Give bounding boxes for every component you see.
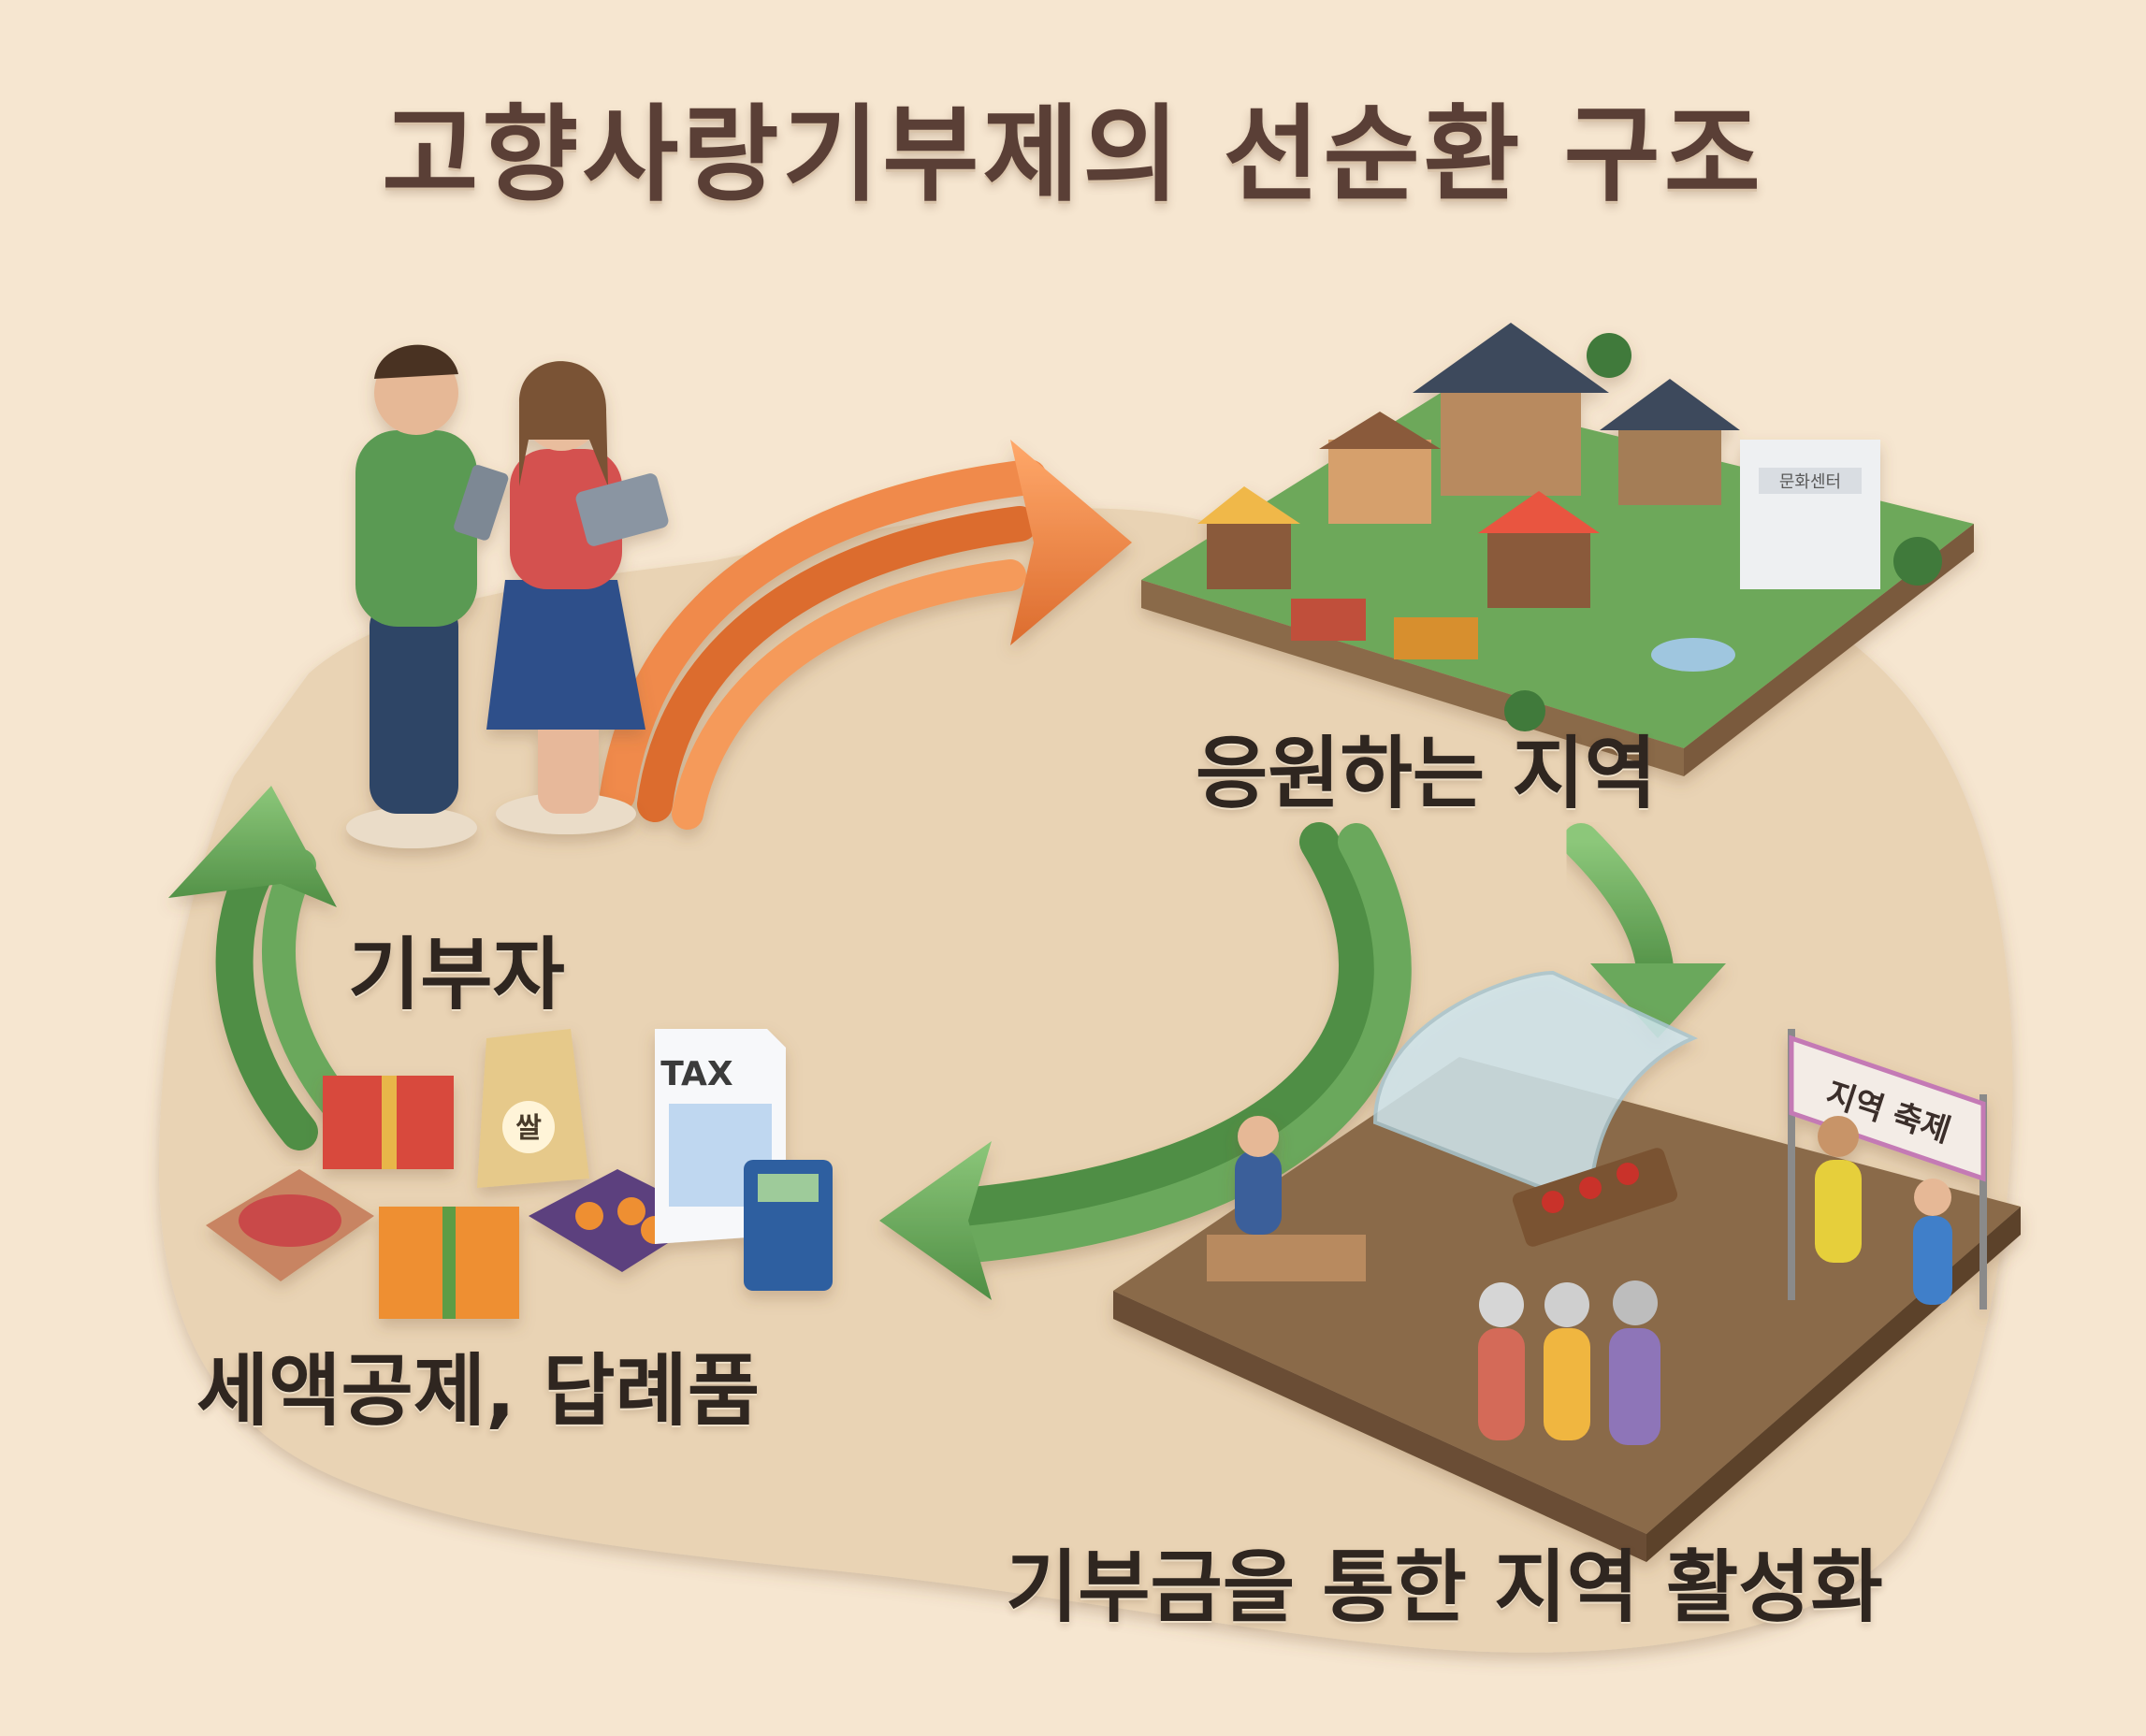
village-icon: 문화센터 — [1141, 323, 1974, 776]
building-sign: 문화센터 — [1779, 472, 1841, 492]
donor-couple-icon — [346, 344, 669, 848]
activation-label: 기부금을 통한 지역 활성화 — [1006, 1541, 1883, 1633]
diagram-title: 고향사랑기부제의 선순환 구조 — [382, 94, 1764, 216]
community-farm-icon: 지역 축제 — [1113, 970, 2021, 1562]
region-label: 응원하는 지역 — [1196, 728, 1657, 819]
rice-bag-text: 쌀 — [515, 1112, 542, 1145]
arrow-donor-to-region — [600, 440, 1132, 830]
arrow-benefits-to-donor — [168, 786, 354, 1150]
arrow-region-to-benefits — [879, 822, 1412, 1300]
donor-label: 기부자 — [348, 929, 565, 1020]
benefits-icon: 쌀 TAX — [206, 1029, 833, 1319]
benefits-label: 세액공제, 답례품 — [196, 1345, 761, 1437]
tax-form-text: TAX — [660, 1055, 733, 1093]
arrow-region-to-activation — [1562, 823, 1726, 1038]
